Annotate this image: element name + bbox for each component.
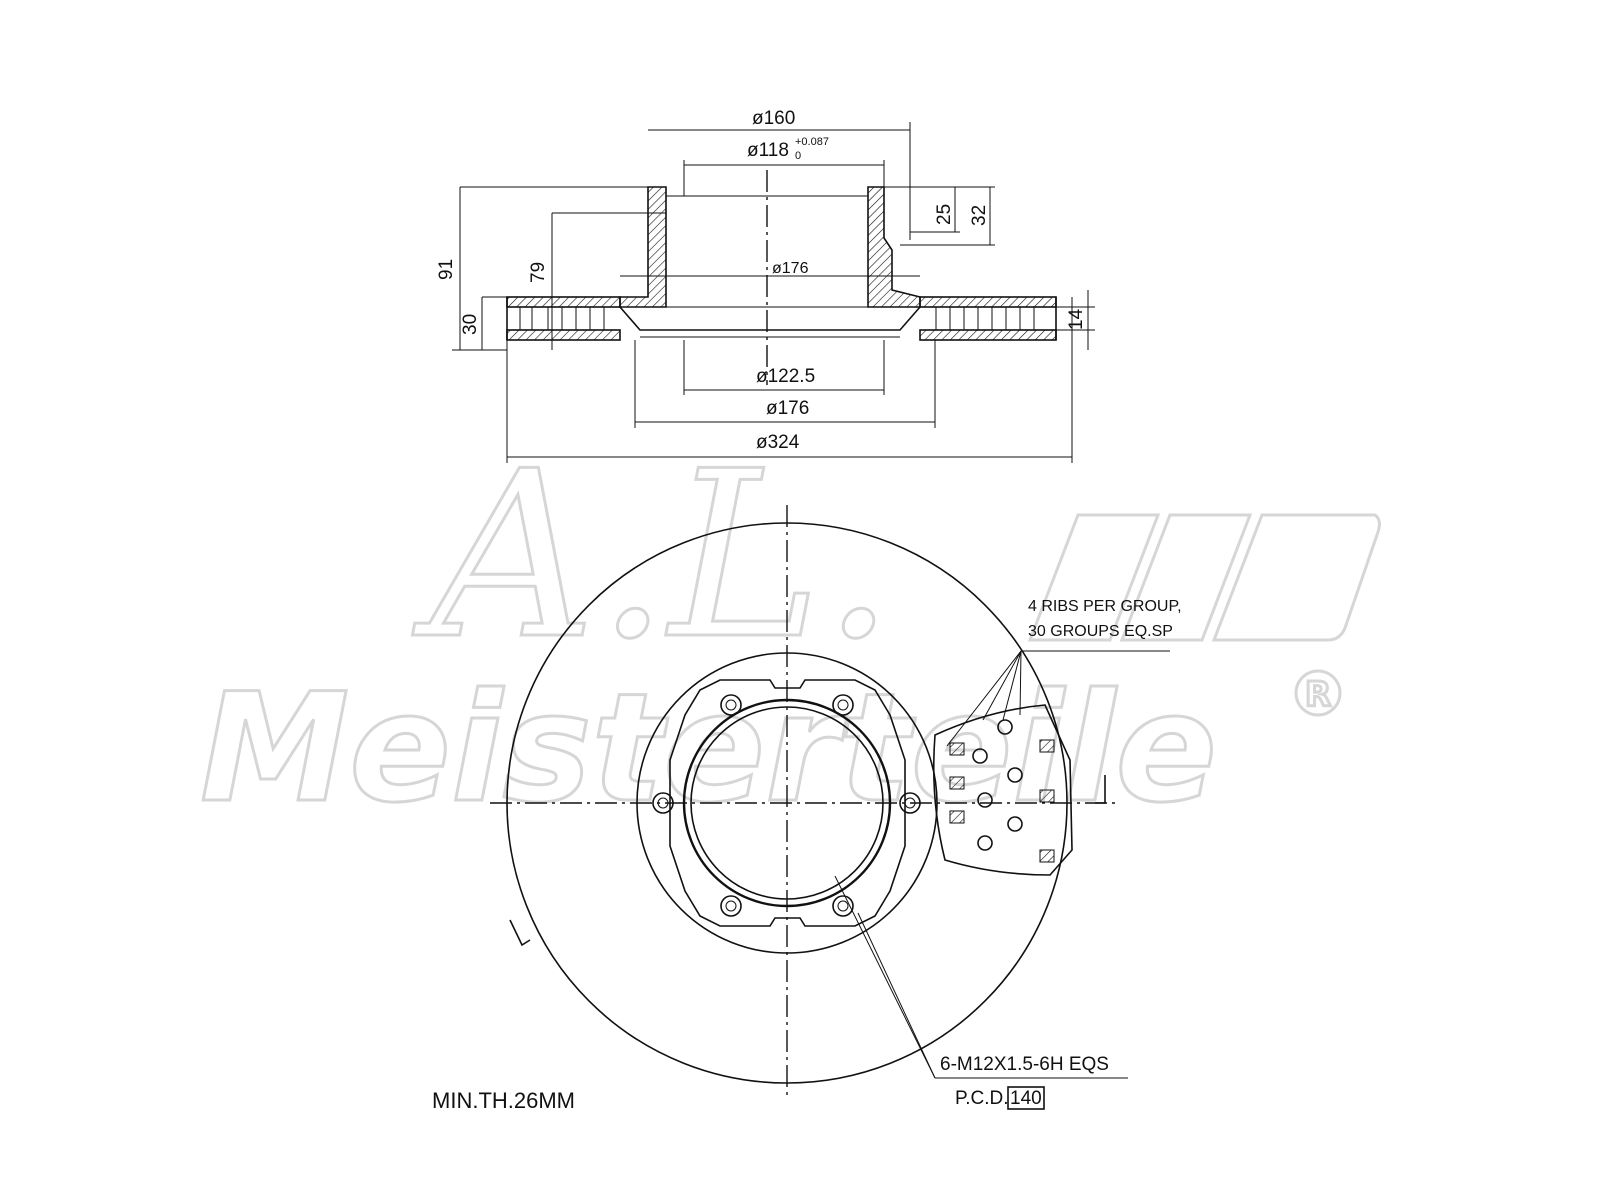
friction-ring-left-top (506, 296, 621, 308)
bolt-hole (832, 694, 854, 716)
bolt-hole (720, 694, 742, 716)
friction-ring-left-bottom (506, 329, 621, 341)
bolt-hole (720, 895, 742, 917)
dim-d176-top: ø176 (772, 260, 809, 277)
hat-profile (669, 679, 906, 927)
rib-detail (932, 650, 1170, 876)
dim-d324: ø324 (756, 432, 800, 453)
front-view: 4 RIBS PER GROUP, 30 GROUPS EQ.SP 6-M12X… (432, 505, 1182, 1113)
pcd-value-box (1007, 1086, 1045, 1110)
hat-section-right (867, 186, 921, 308)
ribs-note-line1: 4 RIBS PER GROUP, (1028, 598, 1182, 615)
thread-note: 6-M12X1.5-6H EQS (940, 1054, 1109, 1075)
dim-h79: 79 (528, 262, 549, 283)
bolt-hole (652, 792, 674, 814)
friction-ring-right-top (919, 296, 1057, 308)
dim-h32: 32 (969, 205, 990, 226)
ribs-note-line2: 30 GROUPS EQ.SP (1028, 623, 1173, 640)
min-thickness-note: MIN.TH.26MM (432, 1088, 575, 1113)
pcd-label: P.C.D. (955, 1088, 1009, 1109)
dim-d118: ø118 (747, 140, 789, 161)
svg-text:R: R (1305, 675, 1331, 715)
friction-ring-right-bottom (919, 329, 1057, 341)
dim-h14: 14 (1066, 308, 1087, 330)
dim-d122-5: ø122.5 (756, 366, 815, 387)
vent-ribs (519, 307, 1035, 330)
bolt-hole (832, 895, 854, 917)
dim-d176-bottom: ø176 (766, 398, 809, 419)
section-view: ø160 ø118 +0.087 0 ø176 ø122.5 ø176 ø324… (436, 108, 1095, 463)
dim-h30: 30 (460, 314, 481, 335)
bolt-holes (652, 694, 921, 917)
registered-mark: R (1294, 669, 1342, 717)
watermark: A.L. Meisterteile R (199, 422, 1381, 838)
bolt-hole (899, 792, 921, 814)
dim-h25: 25 (934, 204, 955, 225)
dim-d160: ø160 (752, 108, 795, 129)
dim-lines (452, 122, 1095, 463)
hat-section-left (619, 186, 667, 308)
dim-d118-tol-upper: +0.087 (795, 136, 829, 148)
pcd-value: 140 (1010, 1088, 1042, 1109)
watermark-logo-bars (1027, 513, 1381, 642)
dim-h91: 91 (436, 259, 457, 280)
dim-d118-tol-lower: 0 (795, 150, 801, 162)
